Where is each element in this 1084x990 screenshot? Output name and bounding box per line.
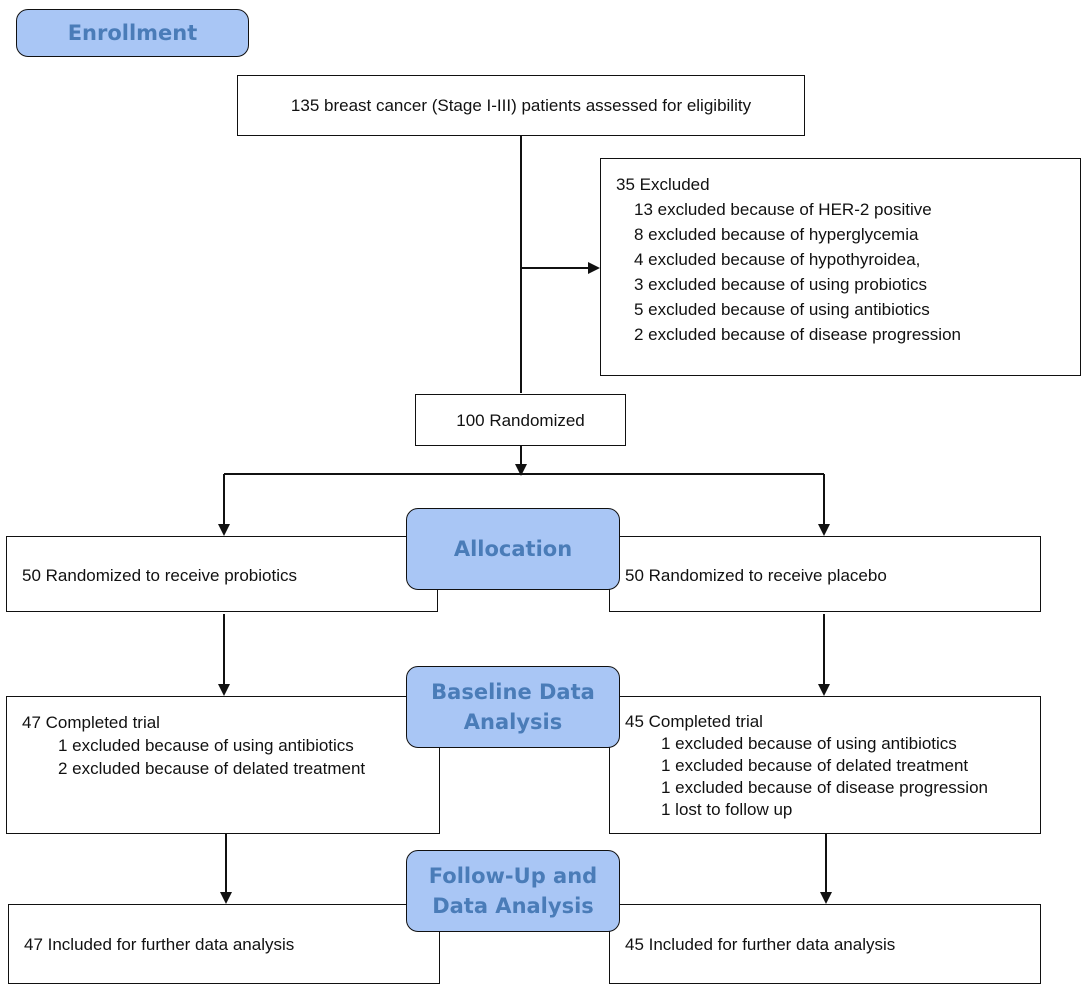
stage-followup: Follow-Up and Data Analysis [406,850,620,932]
excluded-reason: 2 excluded because of disease progressio… [634,325,961,344]
left-completed-reason: 2 excluded because of delated treatment [58,759,366,778]
randomized-box: 100 Randomized [415,394,626,446]
stage-enrollment: Enrollment [16,9,249,57]
left-completed-box: 47 Completed trial 1 excluded because of… [6,696,440,834]
assessed-box: 135 breast cancer (Stage I-III) patients… [237,75,805,136]
right-completed-box: 45 Completed trial 1 excluded because of… [609,696,1041,834]
right-completed-reason: 1 excluded because of disease progressio… [661,778,988,797]
right-analysis-text: 45 Included for further data analysis [625,935,896,954]
left-analysis-text: 47 Included for further data analysis [24,935,295,954]
left-allocation-text: 50 Randomized to receive probiotics [22,566,297,585]
excluded-title: 35 Excluded [616,175,710,194]
right-completed-reason: 1 lost to follow up [661,800,793,819]
left-completed-title: 47 Completed trial [22,713,160,732]
right-allocation-text: 50 Randomized to receive placebo [625,566,887,585]
assessed-text: 135 breast cancer (Stage I-III) patients… [290,96,752,115]
right-completed-reason: 1 excluded because of delated treatment [661,756,969,775]
right-allocation-box: 50 Randomized to receive placebo [609,536,1041,612]
randomized-text: 100 Randomized [456,410,585,430]
left-completed-reason: 1 excluded because of using antibiotics [58,736,354,755]
excluded-reason: 4 excluded because of hypothyroidea, [634,250,921,269]
right-completed-title: 45 Completed trial [625,712,763,731]
stage-baseline-label: Baseline Data Analysis [431,680,595,734]
excluded-box: 35 Excluded 13 excluded because of HER-2… [600,158,1081,376]
right-completed-reason: 1 excluded because of using antibiotics [661,734,957,753]
excluded-reason: 5 excluded because of using antibiotics [634,300,930,319]
stage-followup-label: Follow-Up and Data Analysis [428,864,598,918]
stage-allocation-label: Allocation [453,537,573,561]
excluded-reason: 3 excluded because of using probiotics [634,275,927,294]
excluded-reason: 8 excluded because of hyperglycemia [634,225,919,244]
stage-allocation: Allocation [406,508,620,590]
left-allocation-box: 50 Randomized to receive probiotics [6,536,438,612]
stage-baseline: Baseline Data Analysis [406,666,620,748]
stage-enrollment-label: Enrollment [67,21,198,45]
left-analysis-box: 47 Included for further data analysis [8,904,440,984]
right-analysis-box: 45 Included for further data analysis [609,904,1041,984]
excluded-reason: 13 excluded because of HER-2 positive [634,200,932,219]
